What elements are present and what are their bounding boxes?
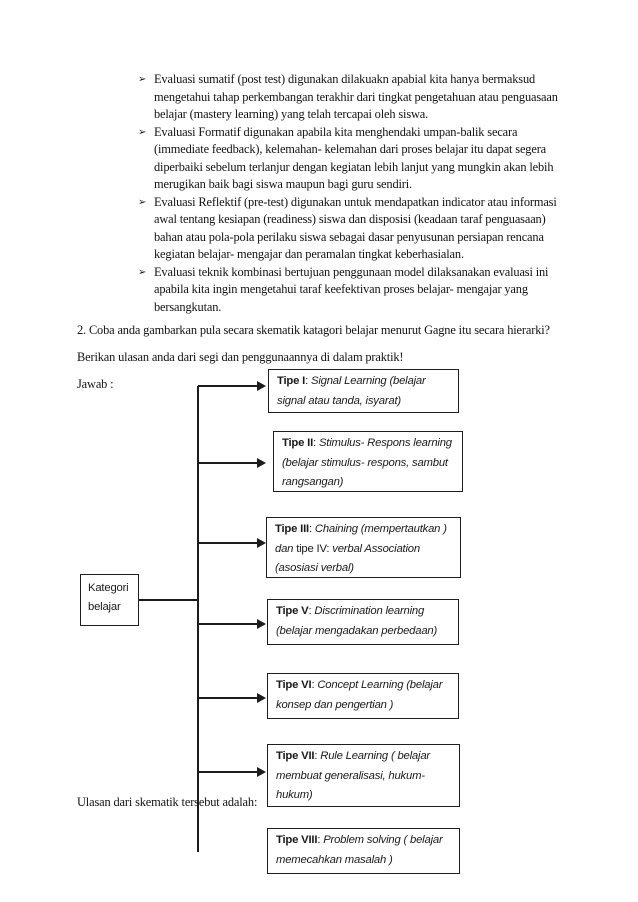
- arrowhead-icon: [257, 619, 266, 629]
- list-item: ➢ Evaluasi Reflektif (pre-test) digunaka…: [138, 194, 608, 264]
- arrow-bullet-icon: ➢: [138, 196, 147, 208]
- diagram-trunk-line: [197, 386, 199, 852]
- connector-arrow-tipe-ii: [198, 458, 268, 468]
- diagram-box-tipe-ii: Tipe II: Stimulus- Respons learning(bela…: [273, 431, 463, 492]
- question-paragraph: 2. Coba anda gambarkan pula secara skema…: [77, 323, 550, 337]
- connector-arrow-tipe-iii: [198, 538, 268, 548]
- arrow-shaft: [198, 385, 260, 387]
- list-item-text: Evaluasi Reflektif (pre-test) digunakan …: [154, 194, 557, 262]
- list-item: ➢ Evaluasi teknik kombinasi bertujuan pe…: [138, 264, 608, 317]
- arrow-shaft: [198, 623, 260, 625]
- diagram-box-tipe-iii-iv: Tipe III: Chaining (mempertautkan )dan t…: [266, 517, 461, 578]
- arrow-shaft: [198, 542, 260, 544]
- root-connector-line: [138, 599, 198, 601]
- arrow-shaft: [198, 462, 260, 464]
- connector-arrow-tipe-i: [198, 381, 268, 391]
- evaluation-bullet-list: ➢ Evaluasi sumatif (post test) digunakan…: [138, 71, 608, 316]
- list-item-text: Evaluasi Formatif digunakan apabila kita…: [154, 124, 554, 192]
- arrowhead-icon: [257, 767, 266, 777]
- list-item-text: Evaluasi sumatif (post test) digunakan d…: [154, 72, 558, 121]
- arrowhead-icon: [257, 381, 266, 391]
- review-label: Ulasan dari skematik tersebut adalah:: [77, 795, 258, 809]
- arrowhead-icon: [257, 693, 266, 703]
- arrow-shaft: [198, 697, 260, 699]
- arrow-bullet-icon: ➢: [138, 126, 147, 138]
- connector-arrow-tipe-v: [198, 619, 268, 629]
- arrowhead-icon: [257, 458, 266, 468]
- list-item-text: Evaluasi teknik kombinasi bertujuan peng…: [154, 264, 549, 314]
- arrowhead-icon: [257, 538, 266, 548]
- answer-label: Jawab :: [77, 377, 114, 391]
- diagram-box-tipe-v: Tipe V: Discrimination learning(belajar …: [267, 599, 459, 645]
- arrow-bullet-icon: ➢: [138, 74, 147, 85]
- arrow-shaft: [198, 771, 260, 773]
- connector-arrow-tipe-vii: [198, 767, 268, 777]
- list-item: ➢ Evaluasi sumatif (post test) digunakan…: [138, 71, 608, 124]
- connector-arrow-tipe-vi: [198, 693, 268, 703]
- instruction-paragraph: Berikan ulasan anda dari segi dan penggu…: [77, 350, 404, 364]
- arrow-bullet-icon: ➢: [138, 266, 147, 278]
- list-item: ➢ Evaluasi Formatif digunakan apabila ki…: [138, 124, 608, 194]
